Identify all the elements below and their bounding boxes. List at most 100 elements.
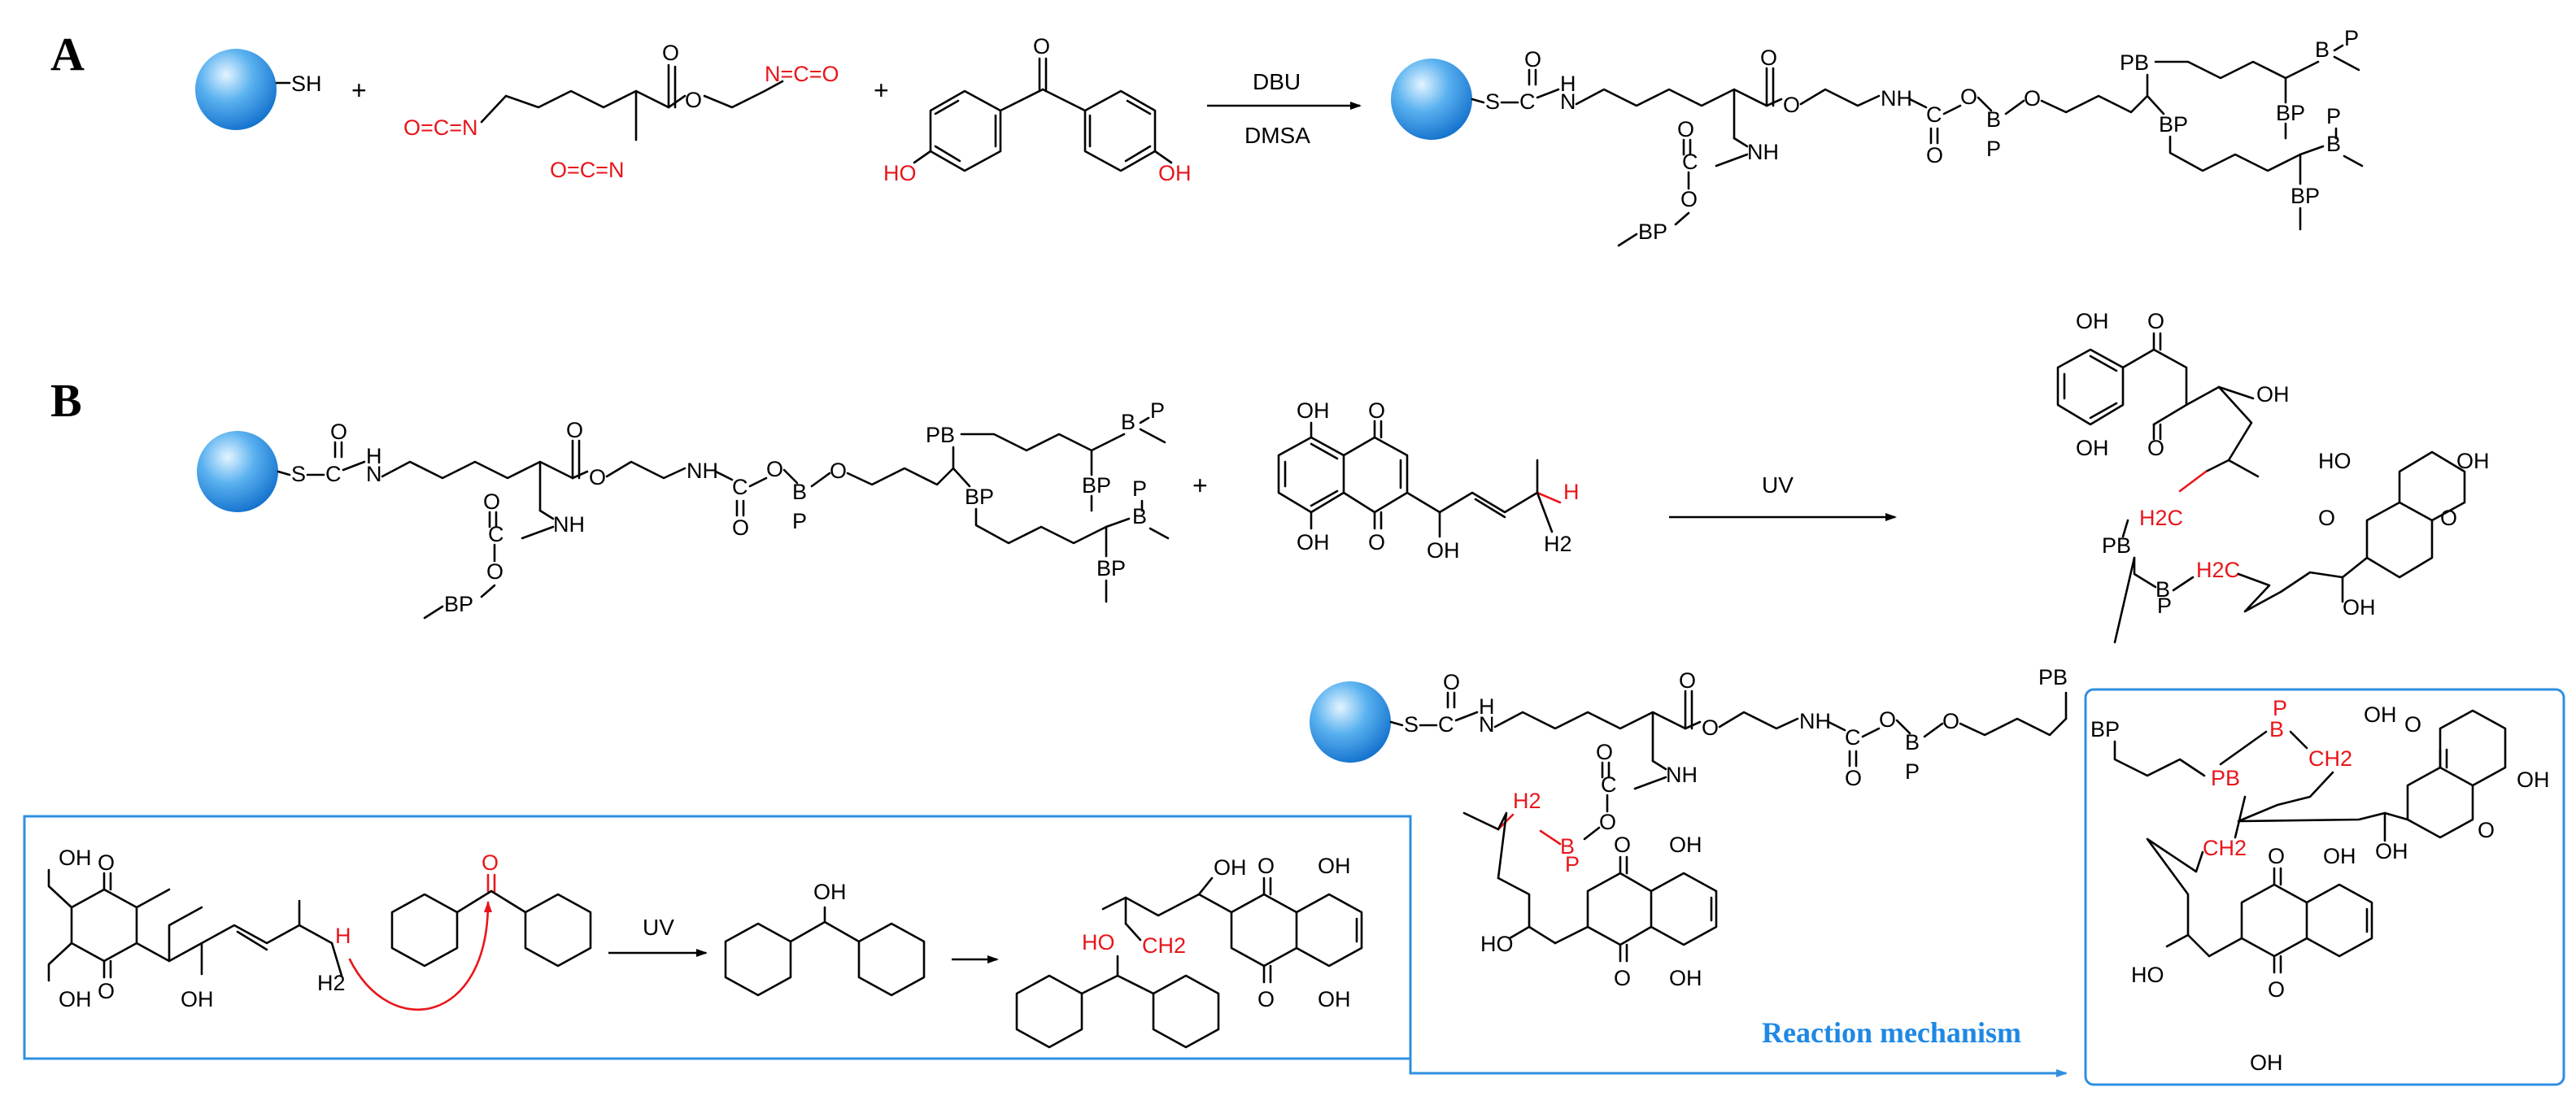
svg-text:C: C: [1519, 89, 1536, 114]
svg-text:OH: OH: [1669, 833, 1702, 857]
svg-text:O: O: [1679, 668, 1696, 693]
svg-text:B: B: [2269, 717, 2284, 742]
svg-text:OH: OH: [1427, 538, 1460, 563]
svg-text:PB: PB: [2120, 50, 2149, 75]
svg-text:C: C: [488, 522, 504, 546]
svg-text:C: C: [1926, 102, 1942, 127]
svg-text:CH2: CH2: [1142, 933, 1186, 958]
svg-text:BP: BP: [1638, 220, 1667, 244]
svg-text:OH: OH: [2375, 839, 2408, 863]
svg-text:H: H: [1479, 694, 1495, 719]
svg-text:O: O: [2147, 436, 2164, 460]
svg-text:B: B: [1560, 834, 1575, 859]
svg-text:O: O: [330, 420, 347, 444]
panel-label-b: B: [50, 374, 82, 427]
callout-arrow: [1409, 1059, 2068, 1077]
svg-text:H: H: [335, 924, 351, 948]
svg-text:O: O: [2147, 309, 2164, 333]
svg-text:O: O: [1845, 766, 1862, 790]
svg-text:P: P: [2157, 594, 2172, 618]
plus-a1: +: [351, 76, 367, 105]
svg-text:H2: H2: [317, 971, 346, 995]
svg-text:P: P: [2326, 104, 2341, 128]
svg-text:OH: OH: [2076, 436, 2109, 460]
svg-text:C: C: [325, 462, 342, 486]
svg-text:CH2: CH2: [2203, 836, 2247, 860]
svg-text:P: P: [1132, 476, 1147, 501]
svg-text:O: O: [1702, 715, 1719, 740]
grafted-shikonin-right: BP PB B P CH2 CH2 OH O O OH OH HO O O OH…: [2090, 696, 2550, 1075]
product-a: S C O H N O O NH C O O B P O PB B P BP: [1391, 26, 2364, 247]
svg-text:OH: OH: [2323, 844, 2356, 868]
svg-text:O: O: [732, 515, 749, 540]
svg-text:NH: NH: [1881, 86, 1912, 111]
svg-text:C: C: [1845, 725, 1861, 750]
condition-dmsa: DMSA: [1244, 123, 1310, 148]
svg-text:BP: BP: [444, 592, 473, 616]
svg-text:O: O: [1960, 85, 1977, 109]
svg-text:O: O: [1368, 398, 1385, 423]
svg-text:HO: HO: [1480, 932, 1514, 956]
mechanism-box: [23, 815, 1412, 1060]
svg-text:OH: OH: [59, 987, 92, 1011]
hydroxyl-left: HO: [883, 161, 917, 185]
polymer-bead-icon: [197, 431, 278, 512]
svg-text:HO: HO: [2318, 449, 2352, 473]
svg-text:OH: OH: [59, 846, 92, 870]
svg-text:OH: OH: [1318, 854, 1351, 878]
svg-text:B: B: [2155, 577, 2170, 602]
svg-text:CH2: CH2: [2308, 746, 2352, 771]
svg-text:O: O: [566, 418, 583, 442]
svg-text:C: C: [1682, 150, 1698, 174]
svg-text:B: B: [2315, 37, 2330, 62]
svg-text:O: O: [1760, 46, 1777, 70]
svg-text:B: B: [2326, 132, 2341, 156]
svg-text:P: P: [1150, 398, 1165, 423]
svg-text:H2: H2: [1513, 789, 1541, 813]
diisocyanate-molecule: O=C=N O=C=N O O N=C=O: [403, 41, 839, 182]
svg-text:PB: PB: [926, 423, 955, 447]
condition-dbu: DBU: [1253, 69, 1301, 94]
svg-text:OH: OH: [1297, 398, 1330, 423]
svg-text:H: H: [1563, 480, 1580, 504]
isocyanate-mid: O=C=N: [550, 158, 625, 182]
svg-text:OH: OH: [1214, 855, 1247, 880]
svg-text:N: N: [1560, 89, 1576, 114]
svg-text:O: O: [2268, 844, 2285, 868]
svg-text:NH: NH: [1747, 140, 1779, 164]
svg-text:O: O: [1614, 966, 1631, 990]
svg-text:N: N: [1479, 712, 1495, 737]
isocyanate-left: O=C=N: [403, 115, 478, 140]
svg-text:P: P: [2344, 26, 2359, 50]
svg-text:O: O: [482, 850, 499, 875]
svg-text:OH: OH: [1669, 966, 1702, 990]
svg-text:N: N: [366, 462, 382, 486]
svg-text:PB: PB: [2211, 766, 2240, 790]
svg-text:O: O: [1596, 740, 1613, 764]
svg-text:O: O: [1614, 833, 1631, 857]
svg-text:O: O: [2478, 818, 2495, 842]
svg-text:OH: OH: [2517, 768, 2550, 792]
svg-text:O: O: [1677, 117, 1694, 141]
svg-text:BP: BP: [2090, 717, 2120, 742]
svg-text:S: S: [1404, 712, 1419, 737]
isocyanate-right: N=C=O: [765, 62, 839, 86]
polymer-bead-icon: [1310, 681, 1391, 763]
svg-text:C: C: [1438, 712, 1454, 737]
thiol-label: SH: [291, 72, 322, 96]
dihydroxybenzophenone: O HO OH: [883, 34, 1192, 185]
svg-text:BP: BP: [1082, 473, 1111, 498]
plus-a2: +: [874, 76, 889, 105]
svg-text:O: O: [2024, 86, 2041, 111]
svg-text:OH: OH: [2456, 449, 2490, 473]
svg-text:H: H: [366, 444, 382, 468]
hydroxyl-right: OH: [1158, 161, 1192, 185]
svg-text:P: P: [792, 509, 807, 533]
svg-text:P: P: [2273, 696, 2287, 720]
svg-text:O: O: [98, 979, 115, 1003]
svg-text:C: C: [732, 475, 748, 499]
svg-text:OH: OH: [181, 987, 214, 1011]
svg-text:O: O: [2404, 712, 2421, 737]
svg-text:O: O: [589, 465, 606, 489]
